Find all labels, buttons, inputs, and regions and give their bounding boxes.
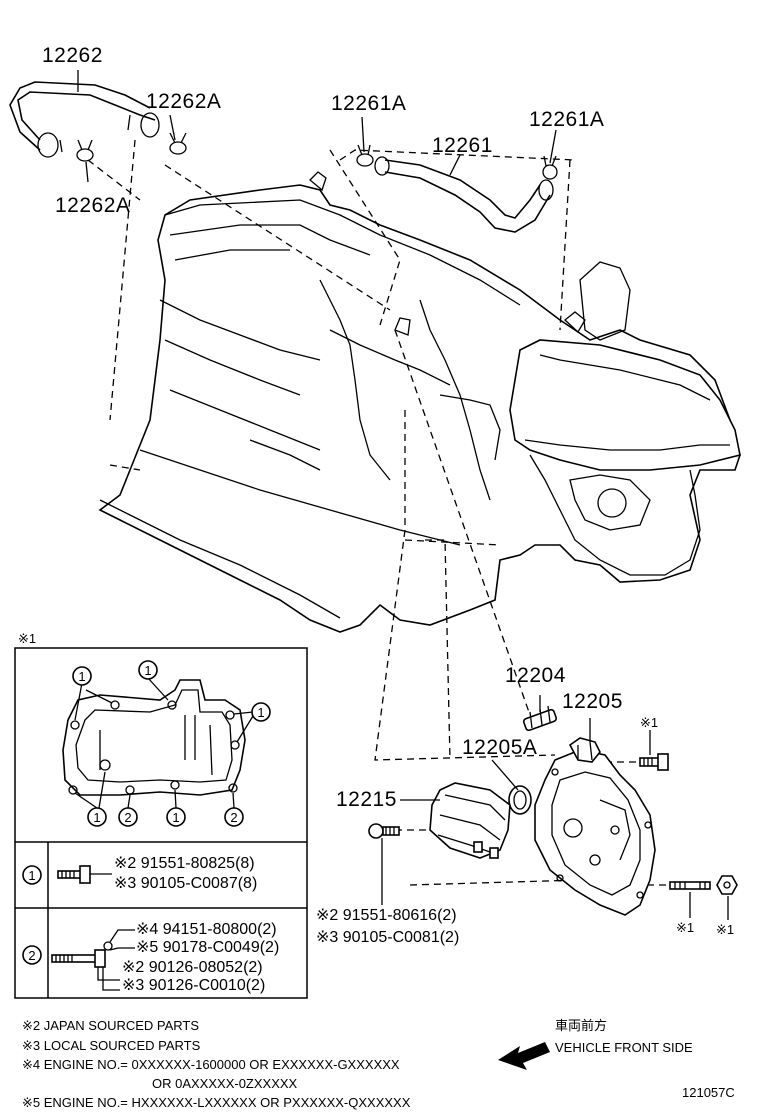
bolt-left <box>368 823 400 839</box>
legend-part: ※3 90126-C0010(2) <box>122 977 265 994</box>
inset-panel <box>14 647 308 999</box>
cover-12205 <box>534 737 656 916</box>
indicator-label: 2 <box>124 810 131 825</box>
footnote-4: ※4 ENGINE NO.= 0XXXXXX-1600000 OR EXXXXX… <box>22 1057 400 1072</box>
clip-12261A-left <box>356 144 374 167</box>
legend-part: ※2 90126-08052(2) <box>122 959 263 976</box>
callout-12205A: 12205A <box>462 736 537 759</box>
bolt-right <box>639 753 669 771</box>
indicator-label: 1 <box>144 663 151 678</box>
footnote-2: ※2 JAPAN SOURCED PARTS <box>22 1018 199 1033</box>
callout-leaders <box>77 70 729 920</box>
stud-bolt <box>669 881 711 890</box>
inset-indicators: 1 1 1 1 2 1 2 <box>72 660 271 827</box>
callout-12262A-top: 12262A <box>146 90 221 113</box>
legend-part: ※5 90178-C0049(2) <box>136 939 279 956</box>
callout-12215: 12215 <box>336 788 397 811</box>
callout-12205: 12205 <box>562 690 623 713</box>
clip-12262A-top <box>169 132 187 155</box>
callout-12262: 12262 <box>42 44 103 67</box>
hose-12262 <box>9 81 160 158</box>
clip-12262A-left <box>76 139 94 162</box>
callout-12261A-right: 12261A <box>529 108 604 131</box>
nut <box>716 875 738 895</box>
engine-block <box>98 171 741 633</box>
callout-12262A-left: 12262A <box>55 194 130 217</box>
legend-index: 2 <box>28 948 35 963</box>
indicator-label: 1 <box>93 810 100 825</box>
legend-row-2: 2 ※4 94151-80800(2) ※5 90178-C0049(2) ※2… <box>22 921 279 994</box>
legend-part: ※3 90105-C0087(8) <box>114 875 257 892</box>
gasket-12205A <box>508 785 532 815</box>
callout-12261: 12261 <box>432 134 493 157</box>
nut-mark: ※1 <box>716 922 734 937</box>
inset-mark: ※1 <box>18 631 36 646</box>
stud-mark: ※1 <box>676 920 694 935</box>
legend-row-1: 1 ※2 91551-80825(8) ※3 90105-C0087(8) <box>22 855 257 892</box>
legend-part: ※2 91551-80825(8) <box>114 855 255 872</box>
callout-12261A-left: 12261A <box>331 92 406 115</box>
vehicle-front-arrow <box>498 1042 550 1070</box>
separator-12215 <box>429 782 511 859</box>
indicator-label: 1 <box>257 705 264 720</box>
legend-part: ※4 94151-80800(2) <box>136 921 277 938</box>
clip-12261A-right <box>542 155 558 180</box>
vehicle-front-jp: 車両前方 <box>555 1018 607 1033</box>
indicator-label: 2 <box>230 810 237 825</box>
footnote-4-continued: OR 0AXXXXX-0ZXXXXX <box>152 1076 298 1091</box>
callout-12204: 12204 <box>505 664 566 687</box>
pcv-valve-12204 <box>522 705 558 732</box>
footnote-3: ※3 LOCAL SOURCED PARTS <box>22 1038 201 1053</box>
vehicle-front-en: VEHICLE FRONT SIDE <box>555 1040 693 1055</box>
legend-index: 1 <box>28 868 35 883</box>
hose-12261 <box>374 156 554 233</box>
bolt-part-line2: ※3 90105-C0081(2) <box>316 929 459 946</box>
footnote-5: ※5 ENGINE NO.= HXXXXXX-LXXXXXX OR PXXXXX… <box>22 1095 411 1110</box>
indicator-label: 1 <box>78 669 85 684</box>
figure-code: 121057C <box>682 1085 735 1100</box>
indicator-label: 1 <box>172 810 179 825</box>
bolt-mark: ※1 <box>640 715 658 730</box>
bolt-part-line1: ※2 91551-80616(2) <box>316 907 457 924</box>
